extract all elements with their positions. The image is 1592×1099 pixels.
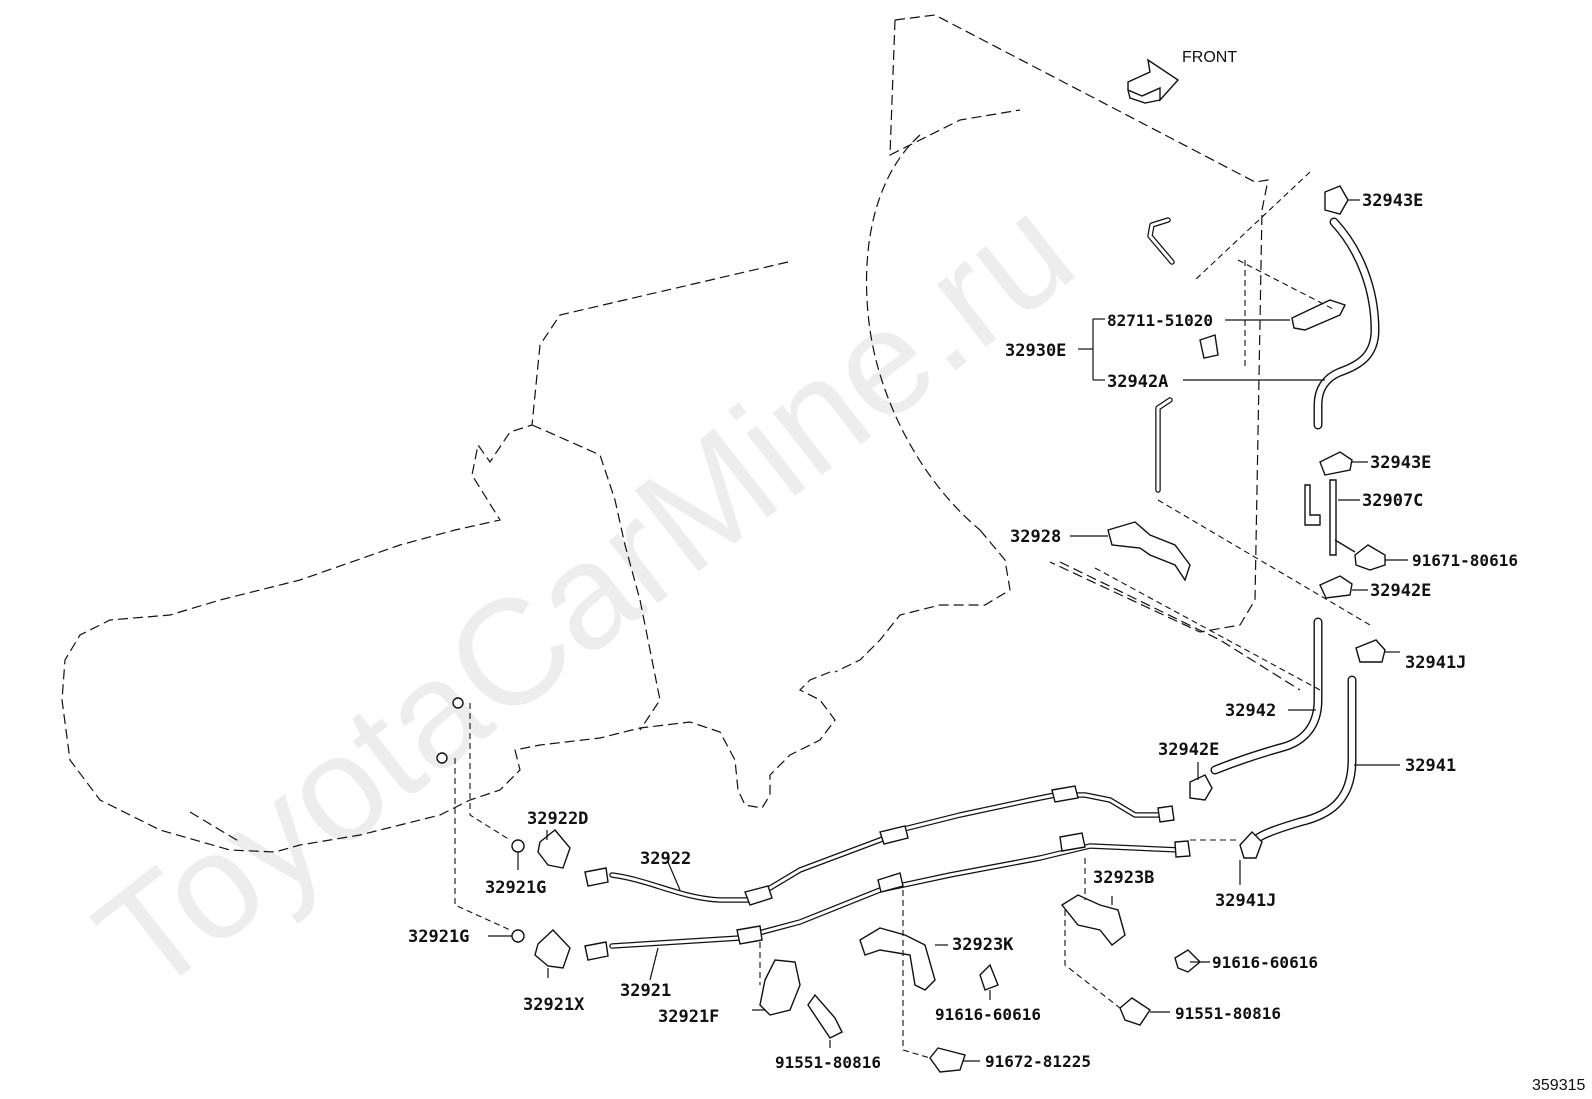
label-91671-80616[interactable]: 91671-80616 [1412, 551, 1518, 570]
label-82711-51020[interactable]: 82711-51020 [1107, 311, 1213, 330]
label-91672-81225[interactable]: 91672-81225 [985, 1052, 1091, 1071]
tube-32922 [609, 785, 1175, 906]
label-91616-60616-mid[interactable]: 91616-60616 [935, 1005, 1041, 1024]
hose-32942A [1313, 217, 1380, 430]
watermark: ToyotaCarMine.ru [66, 164, 1102, 1025]
clamp-32941J-bottom [1239, 830, 1263, 859]
label-32923K[interactable]: 32923K [952, 935, 1014, 955]
label-32907C[interactable]: 32907C [1362, 491, 1423, 511]
label-32941[interactable]: 32941 [1405, 756, 1456, 776]
case-holes [436, 697, 464, 764]
label-32942A[interactable]: 32942A [1107, 372, 1168, 392]
bracket-82711 [1199, 299, 1346, 359]
clamp-32942E-mid [1189, 774, 1213, 801]
label-32923B[interactable]: 32923B [1093, 868, 1154, 888]
label-32922D[interactable]: 32922D [527, 809, 588, 829]
bracket-32907C [1304, 479, 1337, 556]
label-32941J-bottom[interactable]: 32941J [1215, 891, 1276, 911]
clamp-32942E-right [1319, 575, 1353, 599]
label-32922[interactable]: 32922 [640, 849, 691, 869]
label-32941J-top[interactable]: 32941J [1405, 653, 1466, 673]
clamp-32941J-top [1355, 639, 1386, 663]
fitting-32921X [534, 929, 609, 969]
pipe-upper-stub [1147, 217, 1175, 493]
bracket-32921F [759, 959, 801, 1016]
label-32942E-mid[interactable]: 32942E [1158, 740, 1219, 760]
label-32921F[interactable]: 32921F [658, 1007, 719, 1027]
bracket-32928 [1107, 521, 1191, 582]
leader-lines [488, 199, 1408, 1062]
label-91551-80816-right[interactable]: 91551-80816 [1175, 1004, 1281, 1023]
front-label: FRONT [1182, 49, 1237, 66]
label-32928[interactable]: 32928 [1010, 527, 1061, 547]
transmission-outline [61, 14, 1301, 853]
label-32930E[interactable]: 32930E [1005, 341, 1066, 361]
label-32942[interactable]: 32942 [1225, 701, 1276, 721]
alignment-lines [454, 171, 1371, 1059]
label-32943E-top[interactable]: 32943E [1362, 191, 1423, 211]
tube-32921 [609, 832, 1191, 949]
part-labels: 32943E 82711-51020 32930E 32942A 32943E … [408, 191, 1518, 1072]
clamp-32943E-mid [1319, 451, 1353, 476]
gasket-32921G [511, 839, 525, 943]
bolt-91671 [1334, 539, 1386, 571]
label-32921X[interactable]: 32921X [523, 995, 585, 1015]
hose-32942 [1210, 617, 1323, 775]
fitting-32922D [537, 829, 609, 887]
label-32921G-left[interactable]: 32921G [408, 927, 469, 947]
label-32943E-mid[interactable]: 32943E [1370, 453, 1431, 473]
front-arrow: FRONT [1127, 49, 1237, 104]
label-32921G-top[interactable]: 32921G [485, 878, 546, 898]
bracket-32923K [859, 927, 936, 991]
bolts-bottom [807, 949, 1202, 1073]
label-91551-80816-bottom[interactable]: 91551-80816 [775, 1053, 881, 1072]
clamp-32943E-top [1324, 185, 1349, 215]
label-91616-60616-right[interactable]: 91616-60616 [1212, 953, 1318, 972]
label-32942E-right[interactable]: 32942E [1370, 581, 1431, 601]
diagram-number: 359315 [1532, 1077, 1585, 1094]
hose-32941 [1253, 675, 1357, 843]
label-32921[interactable]: 32921 [620, 981, 671, 1001]
bracket-32923B [1060, 894, 1126, 946]
